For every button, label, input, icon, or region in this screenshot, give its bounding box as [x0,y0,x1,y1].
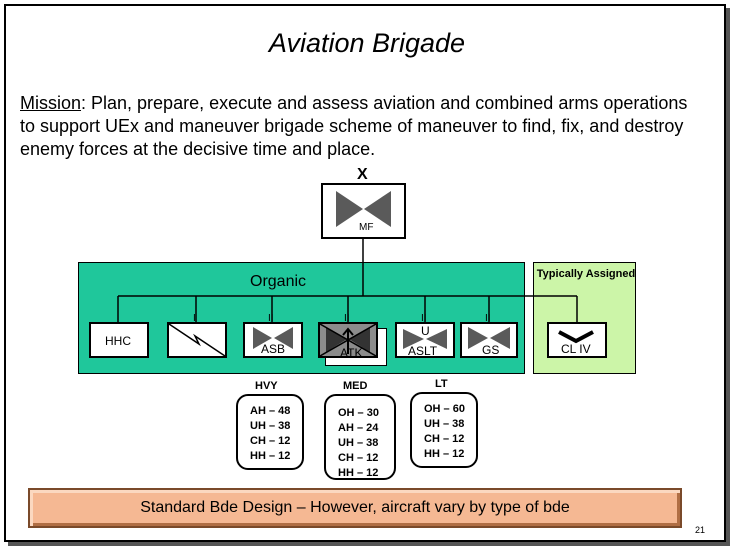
hvy-line: AH – 48 [250,405,291,417]
hvy-line: UH – 38 [250,420,291,432]
hhc-label: HHC [105,334,131,348]
lt-title: LT [435,378,448,390]
aslt-unit: U ASLT [395,322,455,358]
hvy-line: HH – 12 [250,450,291,462]
hvy-line: CH – 12 [250,435,291,447]
aslt-label: ASLT [408,344,438,358]
med-aircraft-box: OH – 30 AH – 24 UH – 38 CH – 12 HH – 12 [324,394,396,480]
med-line: CH – 12 [338,452,379,464]
standard-design-banner: Standard Bde Design – However, aircraft … [28,488,682,528]
lt-line: HH – 12 [424,448,465,460]
gs-echelon: II [485,313,491,324]
gs-unit: GS [460,322,518,358]
med-line: UH – 38 [338,437,379,449]
atk-echelon: II [344,313,350,324]
asb-unit: ASB [243,322,303,358]
signal-unit [167,322,227,358]
gs-label: GS [482,343,500,357]
lightning-bolt-icon [169,324,225,356]
hq-label: MF [359,222,374,233]
med-line: AH – 24 [338,422,379,434]
attack-helicopter-icon [320,324,376,356]
lt-line: OH – 60 [424,403,465,415]
atk-unit: ATK [318,322,378,360]
organic-label: Organic [250,273,307,290]
banner-text: Standard Bde Design – However, aircraft … [140,499,570,516]
aslt-echelon: II [421,313,427,324]
hvy-title: HVY [255,380,278,392]
aviation-bowtie-icon [336,191,391,227]
med-title: MED [343,380,368,392]
aviation-bowtie-icon [253,327,293,349]
aviation-bowtie-icon [468,327,510,349]
unit2-echelon: I [193,313,196,324]
hhc-unit: HHC [89,322,149,358]
aviation-bowtie-icon [403,329,447,349]
lt-aircraft-box: OH – 60 UH – 38 CH – 12 HH – 12 [410,392,478,468]
mission-statement: Mission: Plan, prepare, execute and asse… [20,92,700,161]
page-number: 21 [695,525,706,535]
slide-title: Aviation Brigade [268,28,466,58]
lt-line: CH – 12 [424,433,465,445]
asb-echelon: II [268,313,274,324]
hq-unit-symbol: MF [321,183,406,239]
supply-chevron-icon [558,330,594,344]
cl-iv-unit: CL IV [547,322,607,358]
atk-label: ATK [340,346,363,360]
hvy-aircraft-box: AH – 48 UH – 38 CH – 12 HH – 12 [236,394,304,470]
mission-text: : Plan, prepare, execute and assess avia… [20,93,688,159]
hq-echelon: X [357,166,368,183]
med-line: OH – 30 [338,407,379,419]
asb-label: ASB [261,342,286,356]
lt-line: UH – 38 [424,418,465,430]
mission-label: Mission [20,93,82,113]
med-line: HH – 12 [338,467,379,479]
assigned-label: Typically Assigned [536,268,636,280]
cl-iv-label: CL IV [561,342,591,356]
aslt-modifier: U [421,324,430,338]
